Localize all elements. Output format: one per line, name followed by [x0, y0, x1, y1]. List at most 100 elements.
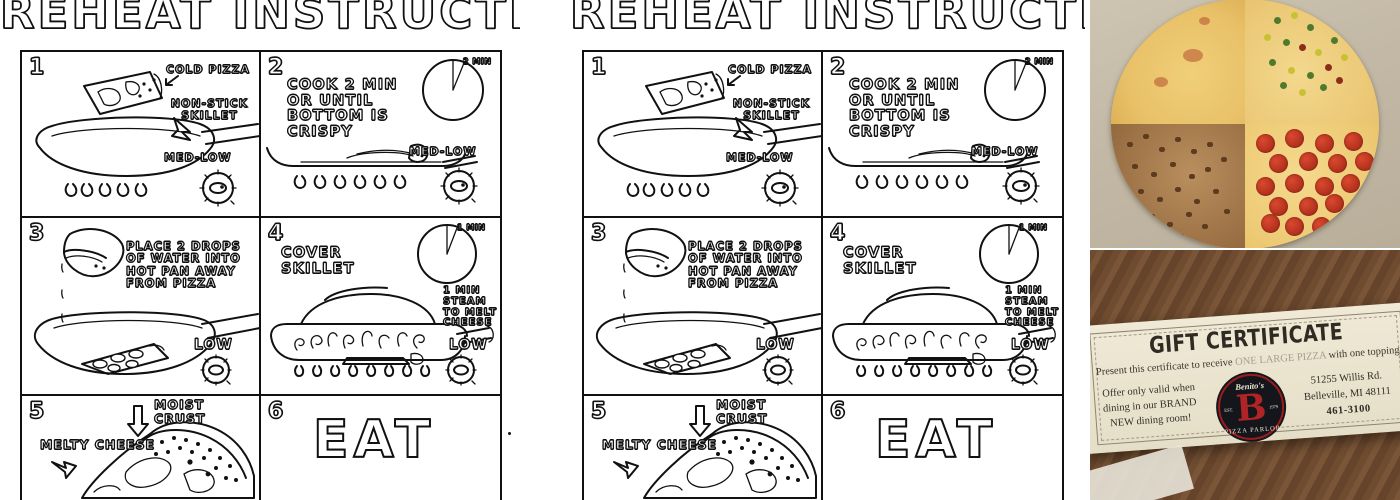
panel-5: 5 — [22, 396, 261, 500]
panel-4: 4 — [823, 218, 1062, 396]
panel-4-steam-note: 1 MIN STEAM TO MELT CHEESE — [442, 285, 498, 329]
label-low: LOW — [755, 337, 795, 353]
instruction-grid: 1 — [20, 50, 502, 500]
label-med-low: MED-LOW — [408, 145, 477, 158]
pouring-water-into-skillet-illustration — [33, 228, 259, 386]
note-line: CHEESE — [1004, 317, 1055, 329]
label-non-stick-skillet: NON-STICK SKILLET — [732, 97, 811, 122]
label-moist-crust: MOIST CRUST — [153, 397, 259, 426]
note-line: STEAM — [1004, 295, 1049, 307]
body-line: BOTTOM IS — [286, 108, 389, 125]
pizza-photo — [1090, 0, 1400, 248]
panel-number: 6 — [267, 398, 284, 424]
label-melty-cheese: MELTY CHEESE — [39, 437, 155, 452]
quadrant-extra-cheese — [1111, 0, 1245, 124]
note-line: CHEESE — [442, 317, 493, 329]
label-cold-pizza: COLD PIZZA — [727, 63, 813, 76]
label-moist-crust: MOIST CRUST — [715, 397, 821, 426]
panel-2-body-text: COOK 2 MIN OR UNTIL BOTTOM IS CRISPY — [848, 77, 960, 141]
label-text: MOIST CRUST — [715, 397, 768, 426]
body-line: CRISPY — [848, 123, 915, 140]
certificate-offer-terms: Offer only valid when dining in our BRAN… — [1094, 379, 1205, 432]
panel-5: 5 — [584, 396, 823, 500]
burner-knob-icon — [445, 354, 477, 386]
panel-number: 6 — [829, 398, 846, 424]
panel-4: 4 — [261, 218, 500, 396]
covered-skillet-steaming-illustration — [832, 224, 1056, 386]
label-low: LOW — [448, 337, 488, 353]
burner-knob-icon — [440, 167, 478, 205]
one-minute-clock-icon — [417, 224, 477, 284]
panel-1: 1 — [584, 52, 823, 218]
panel-number: 5 — [28, 398, 45, 424]
panel-number: 1 — [590, 54, 607, 80]
finished-pizza-slice-illustration — [613, 405, 817, 499]
timer-label-1min: 1 MIN — [1018, 223, 1048, 232]
two-minute-clock-icon — [984, 59, 1046, 121]
panel-number: 5 — [590, 398, 607, 424]
note-line: TO MELT — [442, 306, 498, 318]
panel-3: 3 — [584, 218, 823, 396]
label-melty-cheese: MELTY CHEESE — [601, 437, 718, 452]
covered-skillet-steaming-illustration — [270, 224, 494, 386]
body-line: FROM PIZZA — [125, 276, 217, 291]
side-view-skillet-illustration — [828, 59, 1046, 205]
panel-2-body-text: COOK 2 MIN OR UNTIL BOTTOM IS CRISPY — [286, 77, 398, 141]
body-line: BOTTOM IS — [848, 108, 951, 125]
note-line: STEAM — [442, 295, 487, 307]
burner-knob-icon — [1007, 354, 1039, 386]
reheat-instruction-sheet-copy-1: REHEAT INSTRUCTIONS 1 — [0, 0, 520, 500]
panel-4-body-text: COVER SKILLET — [842, 245, 917, 277]
timer-label-1min: 1 MIN — [456, 223, 486, 232]
certificate-address-block: 51255 Willis Rd. Belleville, MI 48111 46… — [1290, 367, 1400, 422]
body-line: CRISPY — [286, 123, 353, 140]
note-line: TO MELT — [1004, 306, 1060, 318]
panel-4-body-text: COVER SKILLET — [280, 245, 355, 277]
panel-6: 6 EAT — [261, 396, 500, 500]
label-low: LOW — [193, 337, 233, 353]
panel-3-body-text: PLACE 2 DROPS OF WATER INTO HOT PAN AWAY… — [125, 239, 241, 291]
panel-number: 3 — [590, 220, 607, 246]
pizza-pie — [1111, 0, 1379, 248]
body-line: SKILLET — [842, 260, 917, 277]
timer-label-2min: 2 MIN — [1024, 57, 1054, 66]
skillet-with-cold-pizza-illustration — [597, 71, 821, 207]
burner-knob-icon — [761, 169, 799, 207]
body-line: COVER — [280, 245, 342, 261]
panel-3: 3 — [22, 218, 261, 396]
label-text: MOIST CRUST — [153, 397, 206, 426]
body-line: OR UNTIL — [848, 92, 936, 109]
instruction-grid: 1 — [582, 50, 1064, 500]
gift-certificate-ticket: GIFT CERTIFICATE Present this certificat… — [1090, 302, 1400, 454]
panel-number: 2 — [267, 54, 284, 80]
body-line: PLACE 2 DROPS — [687, 239, 803, 253]
body-line: COOK 2 MIN — [286, 77, 398, 93]
note-line: 1 MIN — [1004, 285, 1043, 297]
quadrant-pepperoni — [1245, 124, 1379, 248]
burner-knob-icon — [1002, 167, 1040, 205]
label-med-low: MED-LOW — [163, 151, 232, 164]
panel-2: 2 — [823, 52, 1062, 218]
panel-6: 6 EAT — [823, 396, 1062, 500]
body-line: HOT PAN AWAY — [687, 263, 798, 278]
panel-3-body-text: PLACE 2 DROPS OF WATER INTO HOT PAN AWAY… — [687, 239, 803, 290]
timer-label-2min: 2 MIN — [462, 57, 492, 66]
quadrant-ground-beef — [1111, 124, 1245, 248]
label-cold-pizza: COLD PIZZA — [165, 63, 251, 76]
label-non-stick-skillet: NON-STICK SKILLET — [170, 97, 249, 122]
side-view-skillet-illustration — [266, 59, 484, 205]
one-minute-clock-icon — [979, 224, 1039, 284]
body-line: OR UNTIL — [286, 92, 374, 109]
body-line: PLACE 2 DROPS — [125, 239, 241, 253]
body-line: SKILLET — [280, 260, 355, 277]
logo-est-year: 1979 — [1269, 403, 1279, 410]
logo-est-label: EST. — [1224, 407, 1234, 413]
body-line: COVER — [842, 245, 904, 261]
panel-4-steam-note: 1 MIN STEAM TO MELT CHEESE — [1004, 285, 1060, 329]
finished-pizza-slice-illustration — [51, 405, 255, 499]
label-med-low: MED-LOW — [725, 151, 794, 164]
panel-number: 3 — [28, 220, 45, 246]
reheat-instruction-sheet-copy-2: REHEAT INSTRUCTIONS 1 — [570, 0, 1085, 500]
label-text: MELTY CHEESE — [601, 437, 718, 452]
